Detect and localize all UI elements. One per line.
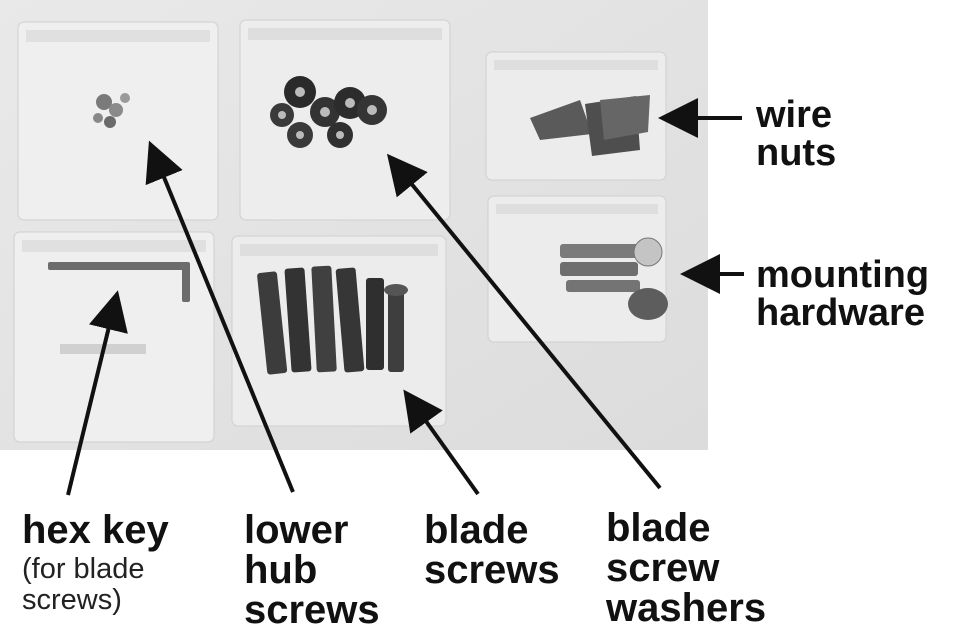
label-hex-key-note: (for blade screws)	[22, 553, 145, 617]
bag-mounting-hardware	[487, 195, 668, 343]
label-line: hub	[244, 548, 318, 592]
label-line: screw	[606, 546, 720, 590]
label-line: blade	[606, 506, 711, 550]
label-line: screws	[424, 548, 560, 592]
bag-blade-screws	[231, 235, 447, 427]
label-line: lower	[244, 508, 349, 552]
label-line: washers	[606, 586, 767, 630]
arrow-hex-key	[66, 290, 128, 496]
label-line: blade	[424, 508, 529, 552]
arrow-blade-screws	[403, 389, 480, 496]
label-line: screws)	[22, 584, 122, 617]
bag-wire-nuts	[485, 51, 667, 181]
label-line: screws	[244, 588, 380, 632]
label-line: mounting	[756, 254, 930, 296]
label-line: hardware	[756, 292, 925, 334]
label-blade-screws: blade screws	[424, 510, 560, 590]
label-wire-nuts: wire nuts	[756, 96, 836, 172]
label-mounting-hardware: mounting hardware	[756, 256, 929, 332]
label-hex-key: hex key	[22, 510, 169, 550]
label-line: wire	[756, 94, 833, 136]
label-line: nuts	[756, 132, 837, 174]
arrow-lower-hub-screws	[145, 140, 295, 493]
arrow-blade-screw-washers	[386, 153, 662, 490]
label-lower-hub-screws: lower hub screws	[244, 510, 380, 630]
label-line: hex key	[22, 508, 169, 552]
label-blade-screw-washers: blade screw washers	[606, 508, 766, 628]
label-line: (for blade	[22, 553, 145, 585]
